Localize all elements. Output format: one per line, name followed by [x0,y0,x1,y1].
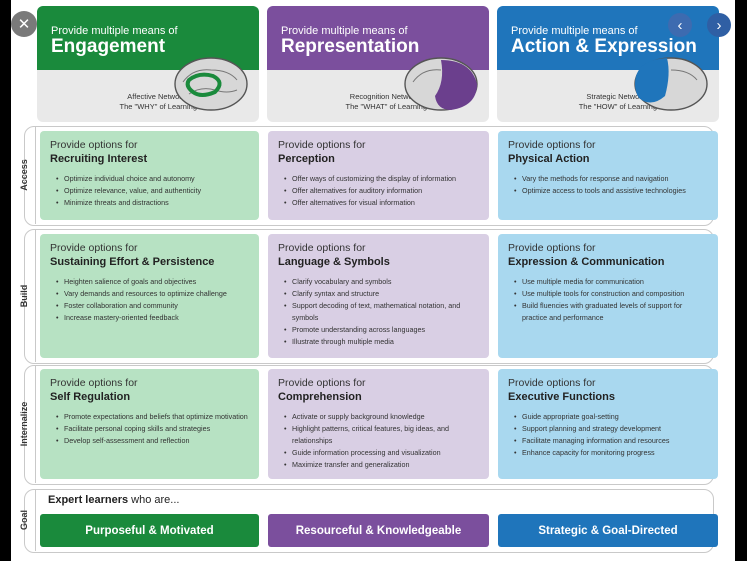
cell-expression-communication: Provide options for Expression & Communi… [498,234,718,358]
brain-icon [174,57,248,111]
cell-comprehension: Provide options for Comprehension Activa… [268,369,489,479]
row-label-goal: Goal [12,489,36,551]
bullet-list: Promote expectations and beliefs that op… [50,411,249,447]
list-item: Optimize access to tools and assistive t… [514,185,708,197]
list-item: Highlight patterns, critical features, b… [284,423,479,447]
bullet-list: Clarify vocabulary and symbols Clarify s… [278,276,479,348]
list-item: Optimize relevance, value, and authentic… [56,185,249,197]
goal-lead: Expert learners who are... [48,494,180,506]
list-item: Facilitate managing information and reso… [514,435,708,447]
list-item: Heighten salience of goals and objective… [56,276,249,288]
list-item: Use multiple tools for construction and … [514,288,708,300]
header-pre: Provide multiple means of [281,25,408,37]
list-item: Increase mastery-oriented feedback [56,312,249,324]
bullet-list: Activate or supply background knowledge … [278,411,479,471]
list-item: Build fluencies with graduated levels of… [514,300,708,324]
brain-icon [404,57,478,111]
list-item: Promote expectations and beliefs that op… [56,411,249,423]
list-item: Optimize individual choice and autonomy [56,173,249,185]
list-item: Offer alternatives for auditory informat… [284,185,479,197]
list-item: Enhance capacity for monitoring progress [514,447,708,459]
cell-title: Expression & Communication [508,256,665,268]
list-item: Maximize transfer and generalization [284,459,479,471]
cell-pre: Provide options for [278,242,366,254]
goal-resourceful-knowledgeable: Resourceful & Knowledgeable [268,514,489,547]
row-label-build: Build [12,229,36,362]
list-item: Clarify vocabulary and symbols [284,276,479,288]
bullet-list: Heighten salience of goals and objective… [50,276,249,324]
cell-pre: Provide options for [508,139,596,151]
header-engagement: Provide multiple means of Engagement Aff… [37,6,259,122]
bullet-list: Use multiple media for communication Use… [508,276,708,324]
list-item: Minimize threats and distractions [56,197,249,209]
next-arrow-icon[interactable]: › [707,13,731,37]
cell-executive-functions: Provide options for Executive Functions … [498,369,718,479]
cell-pre: Provide options for [278,139,366,151]
cell-sustaining-effort: Provide options for Sustaining Effort & … [40,234,259,358]
list-item: Offer ways of customizing the display of… [284,173,479,185]
list-item: Support decoding of text, mathematical n… [284,300,479,324]
list-item: Foster collaboration and community [56,300,249,312]
row-label-access: Access [12,126,36,224]
list-item: Activate or supply background knowledge [284,411,479,423]
row-label-internalize: Internalize [12,365,36,483]
cell-pre: Provide options for [50,377,138,389]
bullet-list: Offer ways of customizing the display of… [278,173,479,209]
cell-title: Recruiting Interest [50,153,148,165]
cell-language-symbols: Provide options for Language & Symbols C… [268,234,489,358]
cell-pre: Provide options for [278,377,366,389]
header-title: Engagement [51,36,166,57]
header-title: Representation [281,36,420,57]
list-item: Use multiple media for communication [514,276,708,288]
header-title: Action & Expression [511,36,697,57]
bullet-list: Vary the methods for response and naviga… [508,173,708,197]
cell-title: Sustaining Effort & Persistence [50,256,215,268]
header-representation: Provide multiple means of Representation… [267,6,489,122]
close-icon[interactable]: ✕ [11,11,37,37]
list-item: Promote understanding across languages [284,324,479,336]
brain-icon [634,57,708,111]
list-item: Offer alternatives for visual informatio… [284,197,479,209]
list-item: Illustrate through multiple media [284,336,479,348]
cell-self-regulation: Provide options for Self Regulation Prom… [40,369,259,479]
list-item: Facilitate personal coping skills and st… [56,423,249,435]
cell-pre: Provide options for [508,377,596,389]
header-action-expression: Provide multiple means of Action & Expre… [497,6,719,122]
cell-title: Physical Action [508,153,590,165]
bullet-list: Guide appropriate goal-setting Support p… [508,411,708,459]
cell-title: Perception [278,153,335,165]
list-item: Support planning and strategy developmen… [514,423,708,435]
list-item: Vary demands and resources to optimize c… [56,288,249,300]
cell-physical-action: Provide options for Physical Action Vary… [498,131,718,220]
list-item: Guide appropriate goal-setting [514,411,708,423]
header-pre: Provide multiple means of [51,25,178,37]
previous-arrow-icon[interactable]: ‹ [668,13,692,37]
cell-title: Language & Symbols [278,256,390,268]
goal-purposeful-motivated: Purposeful & Motivated [40,514,259,547]
bullet-list: Optimize individual choice and autonomy … [50,173,249,209]
cell-recruiting-interest: Provide options for Recruiting Interest … [40,131,259,220]
cell-pre: Provide options for [50,242,138,254]
list-item: Clarify syntax and structure [284,288,479,300]
list-item: Guide information processing and visuali… [284,447,479,459]
cell-title: Comprehension [278,391,362,403]
cell-pre: Provide options for [50,139,138,151]
goal-strategic-goal-directed: Strategic & Goal-Directed [498,514,718,547]
cell-title: Self Regulation [50,391,131,403]
list-item: Develop self-assessment and reflection [56,435,249,447]
cell-perception: Provide options for Perception Offer way… [268,131,489,220]
header-pre: Provide multiple means of [511,25,638,37]
cell-title: Executive Functions [508,391,615,403]
list-item: Vary the methods for response and naviga… [514,173,708,185]
cell-pre: Provide options for [508,242,596,254]
